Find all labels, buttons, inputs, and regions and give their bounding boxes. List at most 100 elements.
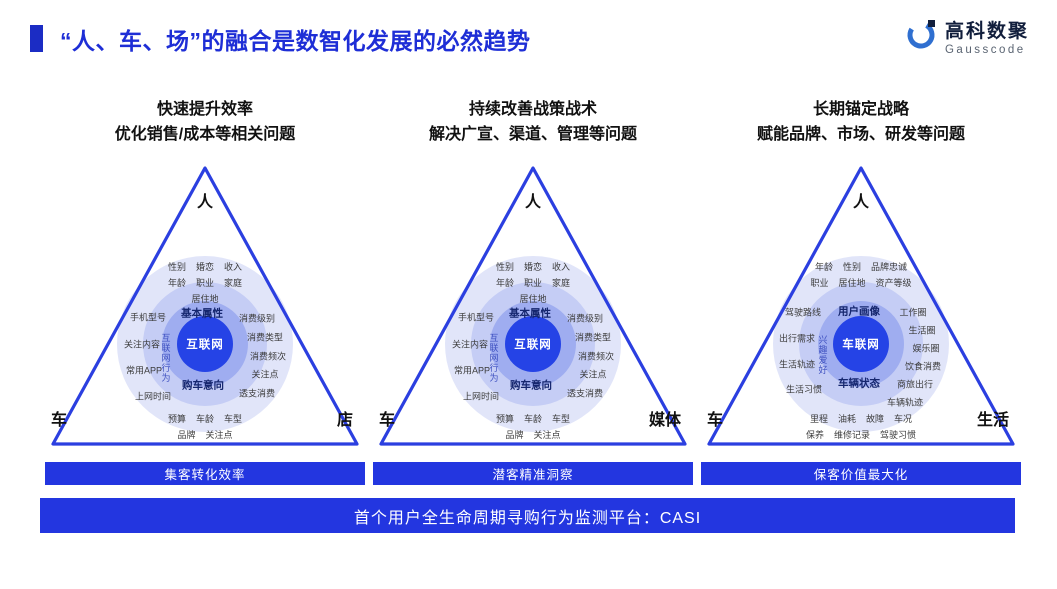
vertex-store: 店 [336, 412, 353, 429]
core-circle: 车联网 [833, 316, 889, 372]
triangle-diagram-2: 互联网 人 车 媒体 性别 婚恋 收入 年龄 职业 家庭 [373, 162, 693, 454]
ring-bottom-label: 购车意向 [510, 379, 552, 392]
label: 年龄 [814, 262, 833, 272]
label: 常用APP [125, 365, 163, 376]
label: 消费类型 [574, 332, 612, 343]
label: 娱乐圈 [912, 343, 940, 354]
triangle-outline [379, 166, 687, 446]
label: 居住地 [519, 294, 547, 304]
vertex-car: 车 [379, 412, 396, 429]
label: 关注点 [251, 369, 279, 380]
label: 维修记录 [833, 430, 871, 440]
heading-line2: 赋能品牌、市场、研发等问题 [756, 125, 965, 143]
label: 上网时间 [134, 391, 172, 402]
page-title: “人、车、场”的融合是数智化发展的必然趋势 [60, 28, 531, 54]
panel-heading: 快速提升效率 优化销售/成本等相关问题 [115, 98, 295, 150]
triangle-diagram-1: 互联网 人 车 店 性别 婚恋 收入 年龄 职业 家庭 [45, 162, 365, 454]
label: 职业 [195, 278, 215, 288]
label: 关注内容 [451, 339, 489, 350]
label: 年龄 [495, 278, 514, 288]
brand-name-cn: 高科数聚 [944, 21, 1029, 42]
vertex-person: 人 [196, 194, 214, 211]
label: 年龄 [167, 278, 186, 288]
label: 生活圈 [908, 325, 936, 336]
vertical-label: 互联网行为 [160, 333, 171, 383]
demographic-labels: 年龄 性别 品牌忠诚 职业 居住地 资产等级 [810, 260, 911, 289]
label: 车辆轨迹 [886, 397, 924, 408]
three-panels: 快速提升效率 优化销售/成本等相关问题 互联网 人 车 店 性别 婚恋 收入 [45, 98, 1021, 485]
triangle-outline [707, 166, 1015, 446]
label: 常用APP [453, 365, 491, 376]
label: 车型 [224, 414, 243, 424]
label: 性别 [495, 262, 514, 272]
brand-logo: 高科数聚 Gausscode [904, 16, 1029, 56]
vertical-label: 互联网行为 [488, 333, 499, 383]
gausscode-logo-icon [904, 17, 938, 56]
label: 车龄 [195, 414, 215, 424]
kpi-bar-3: 保客价值最大化 [701, 462, 1021, 485]
ring-top-label: 基本属性 [181, 307, 223, 320]
label: 上网时间 [462, 391, 500, 402]
heading-line1: 长期锚定战略 [812, 101, 909, 118]
label: 关注点 [579, 369, 607, 380]
vehicle-labels: 预算 车龄 车型 品牌 关注点 [168, 412, 242, 441]
label: 关注点 [533, 430, 561, 440]
vertex-life: 生活 [976, 412, 1009, 429]
panel-heading: 持续改善战策战术 解决广宣、渠道、管理等问题 [429, 98, 637, 150]
ring-top-label: 基本属性 [509, 307, 551, 320]
vertex-media: 媒体 [648, 412, 681, 429]
label: 性别 [167, 262, 186, 272]
ring-bottom-label: 车辆状态 [838, 377, 880, 390]
header: “人、车、场”的融合是数智化发展的必然趋势 高科数聚 Gausscode [0, 0, 1057, 70]
vehicle-labels: 预算 车龄 车型 品牌 关注点 [496, 412, 570, 441]
label: 婚恋 [195, 262, 215, 272]
triangle-diagram-3: 车联网 人 车 生活 年龄 性别 品牌忠诚 职业 居住地 资产等级 [701, 162, 1021, 454]
label: 故障 [865, 414, 885, 424]
label: 消费级别 [566, 313, 604, 324]
label: 商旅出行 [896, 379, 934, 390]
label: 居住地 [191, 294, 219, 304]
label: 透支消费 [566, 388, 604, 399]
label: 关注点 [205, 430, 233, 440]
label: 工作圈 [899, 307, 927, 318]
label: 家庭 [224, 278, 243, 288]
label: 消费级别 [238, 313, 276, 324]
label: 品牌 [177, 430, 196, 440]
label: 收入 [552, 262, 571, 272]
label: 关注内容 [123, 339, 161, 350]
kpi-bar-2: 潜客精准洞察 [373, 462, 693, 485]
vertical-label: 兴趣爱好 [817, 335, 828, 375]
kpi-bar-1: 集客转化效率 [45, 462, 365, 485]
label: 驾驶路线 [784, 307, 822, 318]
demographic-labels: 性别 婚恋 收入 年龄 职业 家庭 居住地 [496, 260, 570, 305]
label: 家庭 [552, 278, 571, 288]
ring-bottom-label: 购车意向 [182, 379, 224, 392]
panel-sales: 快速提升效率 优化销售/成本等相关问题 互联网 人 车 店 性别 婚恋 收入 [45, 98, 365, 485]
vertex-person: 人 [524, 194, 542, 211]
title-marker [30, 25, 43, 52]
label: 消费频次 [577, 351, 615, 362]
panel-marketing: 持续改善战策战术 解决广宣、渠道、管理等问题 互联网 人 车 媒体 性别 婚恋 … [373, 98, 693, 485]
label: 职业 [810, 278, 829, 288]
platform-banner: 首个用户全生命周期寻购行为监测平台：CASI [40, 498, 1015, 533]
label: 手机型号 [457, 312, 495, 323]
heading-line2: 解决广宣、渠道、管理等问题 [428, 125, 637, 143]
panel-strategy: 长期锚定战略 赋能品牌、市场、研发等问题 车联网 人 车 生活 年龄 性别 品牌… [701, 98, 1021, 485]
label: 里程 [809, 414, 828, 424]
label: 收入 [224, 262, 243, 272]
demographic-labels: 性别 婚恋 收入 年龄 职业 家庭 居住地 [168, 260, 242, 305]
core-label: 互联网 [514, 339, 552, 351]
vehicle-labels: 里程 油耗 故障 车况 保养 维修记录 驾驶习惯 [806, 412, 916, 441]
label: 职业 [523, 278, 543, 288]
heading-line2: 优化销售/成本等相关问题 [114, 125, 296, 143]
core-circle: 互联网 [505, 316, 561, 372]
core-label: 互联网 [186, 339, 224, 351]
label: 预算 [167, 414, 186, 424]
vertex-car: 车 [707, 412, 724, 429]
label: 车况 [894, 414, 913, 424]
label: 车型 [552, 414, 571, 424]
core-label: 车联网 [842, 339, 880, 351]
label: 生活习惯 [785, 384, 823, 395]
label: 车龄 [523, 414, 543, 424]
